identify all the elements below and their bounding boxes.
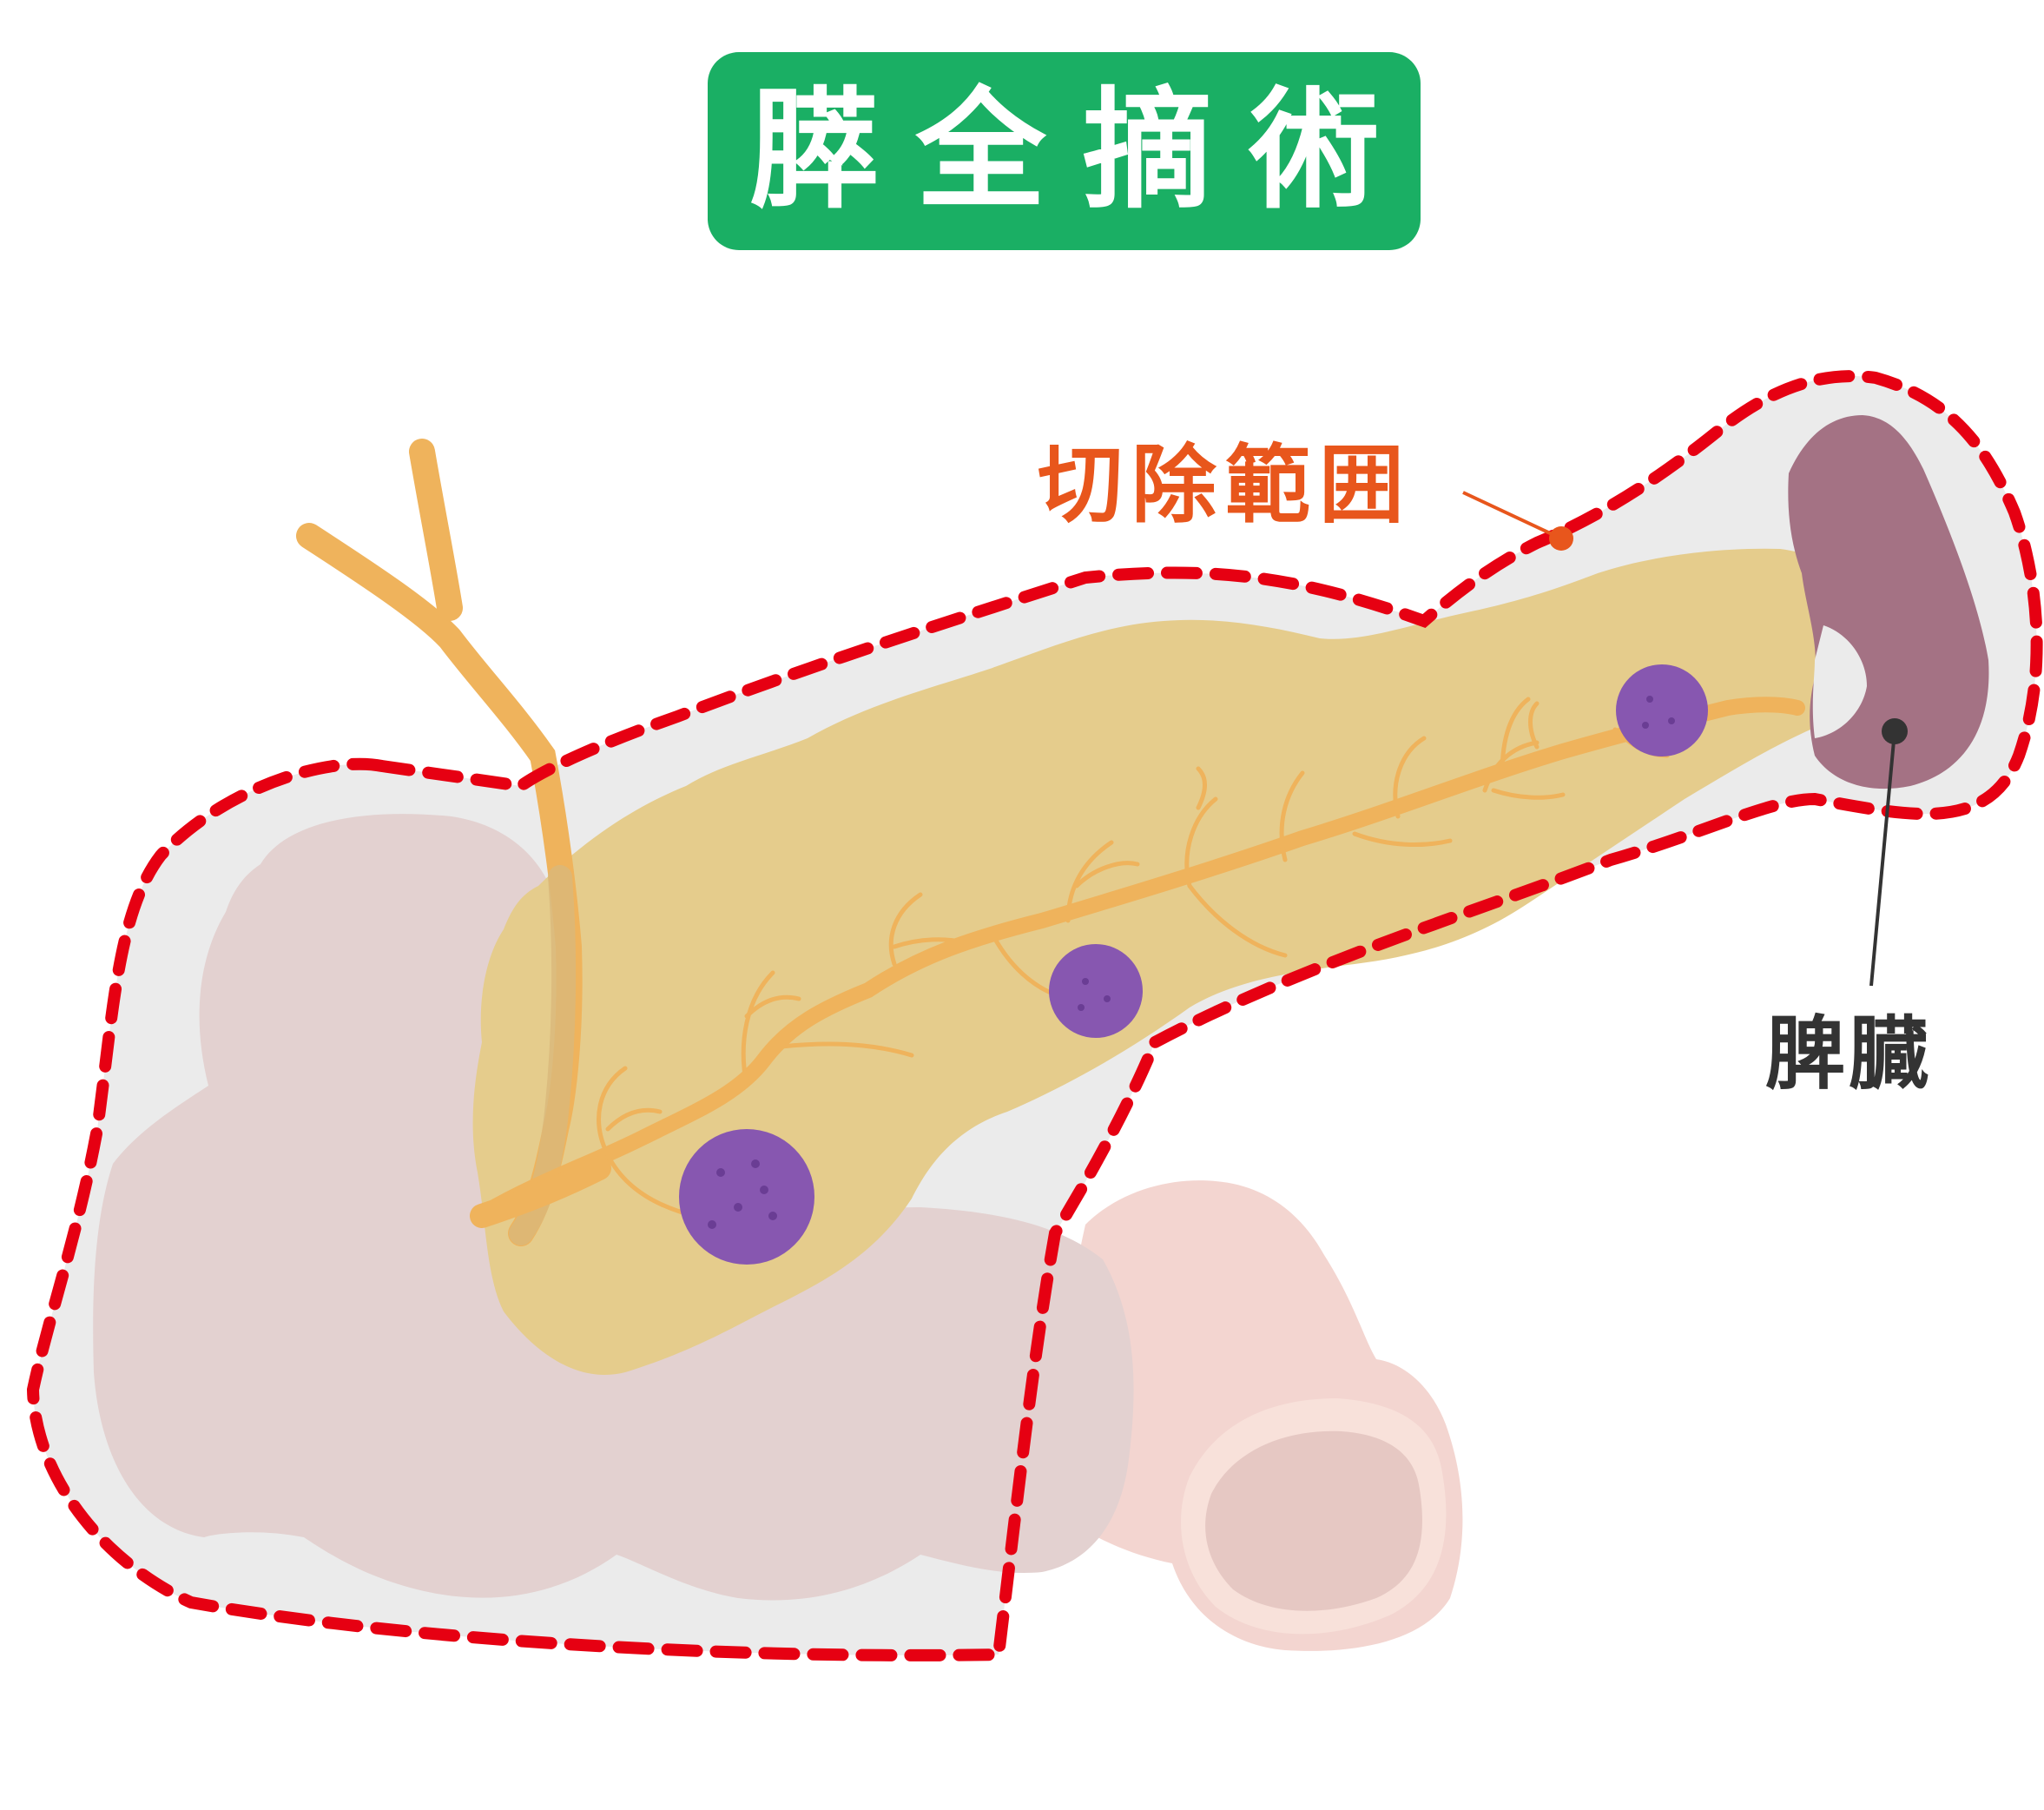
spleen-leader [1869,730,1896,987]
page-title: 膵全摘術 [748,76,1416,227]
pancreas [472,548,1872,1375]
tumor [679,1129,814,1265]
title-box: 膵全摘術 [708,52,1421,250]
spleen-label: 脾臓 [1765,1007,1933,1100]
bile-duct-branch [409,439,463,621]
resection-range-label: 切除範囲 [1038,436,1414,535]
resection-outline [26,370,2043,1661]
intestine-lumen [1205,1430,1422,1611]
resection-dot [1549,526,1573,551]
tumor [1616,664,1708,756]
duodenum [93,814,1134,1601]
pancreas-tail-overlap [1812,625,1867,738]
tumor [1049,944,1143,1038]
duct-head [470,1156,611,1228]
duct-branches [597,697,1670,1219]
resection-leader [1462,491,1562,540]
spleen-dot [1882,718,1908,744]
tumors [679,664,1708,1265]
